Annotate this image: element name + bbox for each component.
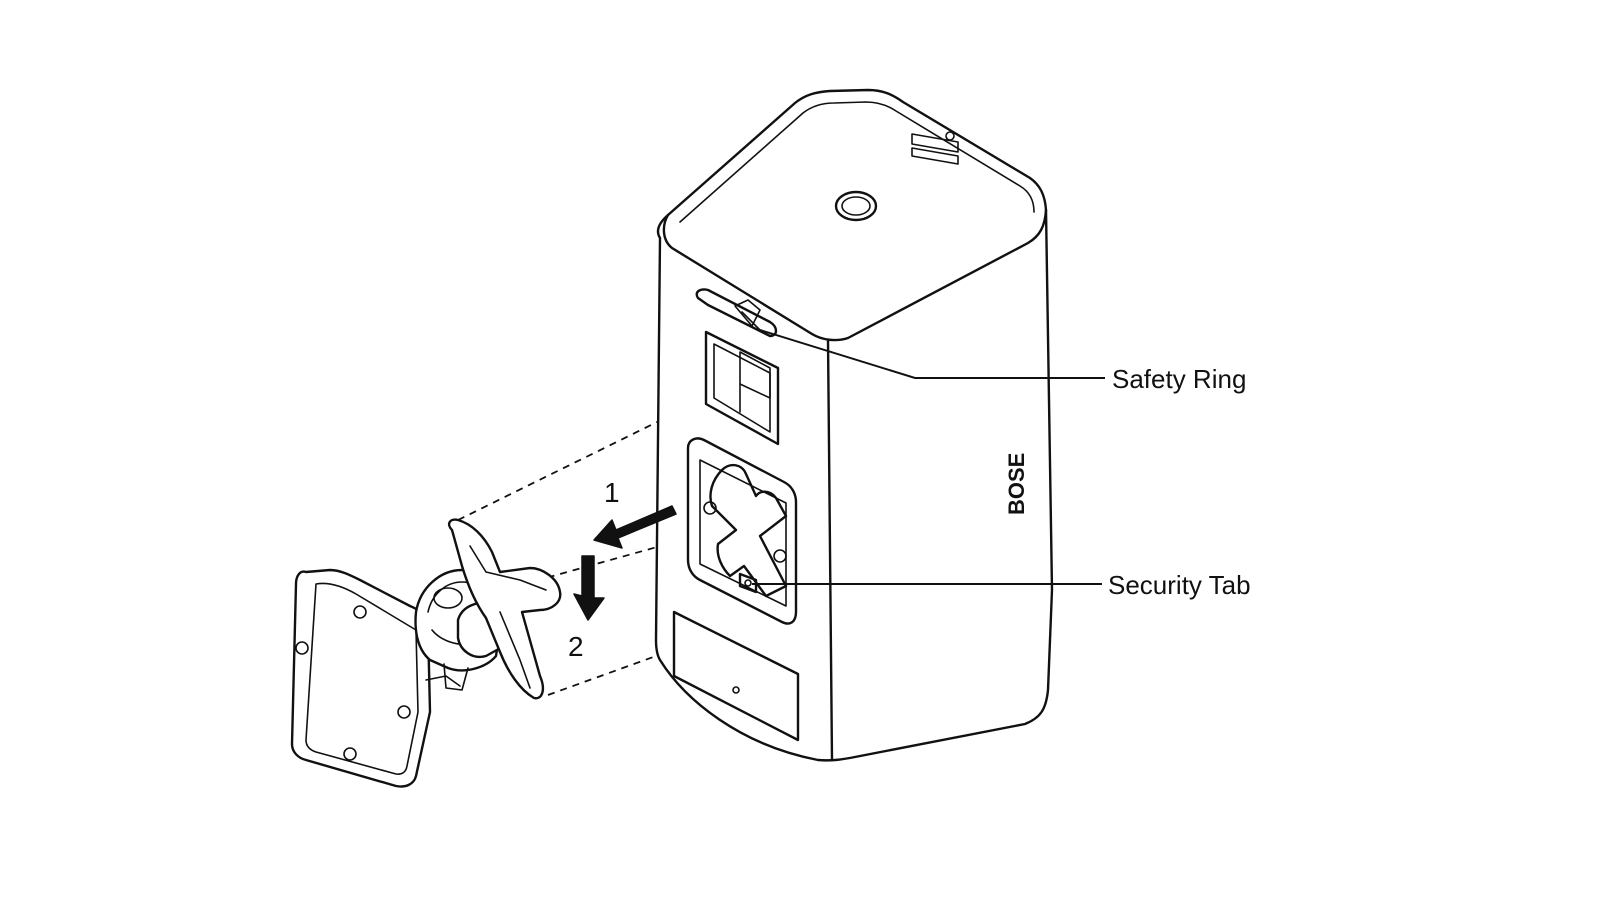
upper-mount-window xyxy=(704,330,780,446)
side-logo: BOSE xyxy=(1004,453,1029,515)
top-logo-badge xyxy=(911,131,959,165)
arrow-2 xyxy=(573,555,605,621)
security-tab-label: Security Tab xyxy=(1108,570,1251,600)
wall-bracket xyxy=(290,518,562,788)
step-1-label: 1 xyxy=(604,477,620,508)
safety-ring xyxy=(695,288,778,338)
speaker-enclosure: BOSE xyxy=(654,88,1054,762)
callouts: Safety Ring Security Tab xyxy=(752,329,1251,600)
arrow-1 xyxy=(593,505,677,549)
safety-ring-label: Safety Ring xyxy=(1112,364,1246,394)
bose-logo: BOSE xyxy=(1004,453,1029,515)
bracket-receptacle xyxy=(686,437,798,625)
security-tab xyxy=(738,572,758,594)
bottom-label-plate xyxy=(672,610,800,742)
safety-ring-leader xyxy=(759,329,1105,379)
step-2-label: 2 xyxy=(568,631,584,662)
step-arrows: 1 2 xyxy=(568,477,677,662)
